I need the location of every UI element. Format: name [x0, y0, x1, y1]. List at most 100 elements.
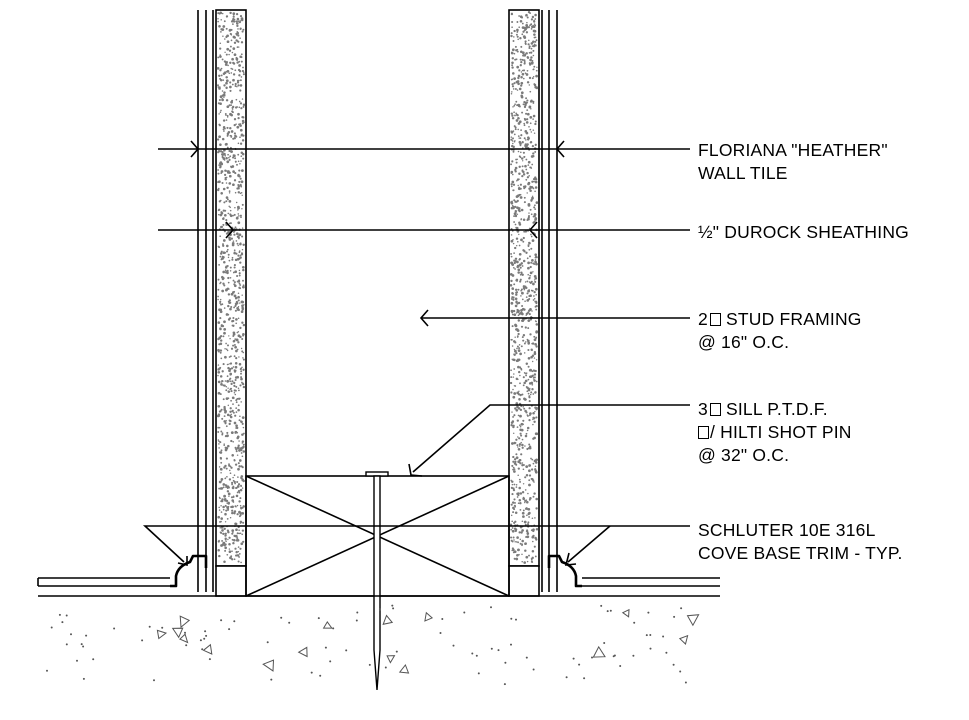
aggregate-dot: [463, 611, 466, 614]
aggregate-dot: [113, 627, 116, 630]
stipple-dot: [520, 238, 523, 242]
stipple-dot: [231, 258, 234, 261]
stipple-dot: [225, 182, 228, 184]
stipple-dot: [533, 481, 535, 483]
stipple-dot: [239, 102, 243, 105]
stipple-dot: [225, 99, 229, 102]
stipple-dot: [535, 180, 538, 184]
stipple-dot: [236, 532, 239, 535]
stipple-dot: [514, 140, 516, 142]
stipple-dot: [233, 266, 236, 269]
stipple-dot: [534, 143, 537, 146]
stipple-dot: [534, 150, 537, 153]
stipple-dot: [522, 384, 525, 387]
stipple-dot: [514, 520, 517, 523]
stipple-dot: [528, 76, 532, 80]
stipple-dot: [235, 538, 239, 542]
stipple-dot: [520, 157, 524, 160]
stipple-dot: [220, 477, 224, 481]
aggregate-dot: [58, 613, 61, 616]
stipple-dot: [533, 297, 536, 300]
stipple-dot: [229, 362, 231, 365]
stipple-dot: [219, 302, 221, 304]
stipple-dot: [227, 404, 230, 407]
stipple-dot: [237, 404, 240, 407]
stipple-dot: [223, 544, 226, 547]
stipple-dot: [510, 78, 513, 81]
stipple-dot: [234, 362, 238, 365]
stipple-dot: [221, 98, 224, 102]
stipple-dot: [517, 502, 520, 505]
stipple-dot: [227, 212, 230, 215]
stipple-dot: [236, 348, 239, 351]
stipple-dot: [217, 84, 219, 87]
stipple-dot: [519, 462, 522, 465]
stipple-dot: [234, 172, 237, 175]
stipple-dot: [529, 141, 533, 144]
stipple-dot: [530, 131, 533, 133]
stipple-dot: [530, 167, 533, 169]
stipple-dot: [219, 317, 222, 320]
stipple-dot: [237, 244, 239, 247]
stipple-dot: [232, 335, 235, 337]
aggregate-dot: [203, 637, 206, 640]
stipple-dot: [235, 303, 237, 306]
stipple-dot: [220, 74, 223, 77]
stipple-dot: [511, 274, 515, 277]
stipple-dot: [528, 554, 530, 557]
stipple-dot: [242, 334, 245, 337]
stipple-dot: [236, 163, 238, 166]
stipple-dot: [535, 262, 538, 266]
stipple-dot: [529, 116, 533, 119]
stipple-dot: [220, 408, 223, 411]
stipple-dot: [242, 157, 245, 160]
stipple-dot: [523, 230, 525, 233]
aggregate-dot: [600, 604, 603, 607]
stipple-dot: [514, 336, 516, 338]
stipple-dot: [528, 84, 531, 86]
stipple-dot: [522, 259, 526, 263]
aggregate-dot: [61, 621, 64, 624]
stipple-dot: [530, 107, 532, 110]
stipple-dot: [514, 288, 518, 292]
aggregate-dot: [532, 668, 535, 671]
stipple-dot: [519, 458, 522, 462]
stipple-dot: [225, 397, 229, 400]
stipple-dot: [220, 383, 223, 386]
stipple-dot: [239, 163, 241, 165]
stipple-dot: [226, 518, 229, 520]
stipple-dot: [518, 186, 520, 189]
stipple-dot: [230, 390, 233, 393]
stipple-dot: [523, 137, 526, 140]
stipple-dot: [513, 133, 516, 136]
stipple-dot: [236, 81, 240, 84]
stipple-dot: [533, 417, 536, 420]
stipple-dot: [221, 181, 224, 185]
stipple-dot: [535, 416, 538, 419]
stipple-dot: [517, 38, 519, 41]
aggregate-dot: [356, 611, 359, 614]
aggregate-stone: [424, 611, 434, 622]
aggregate-dot: [603, 642, 606, 644]
stipple-dot: [522, 468, 525, 471]
aggregate-stone: [592, 645, 606, 658]
stipple-dot: [517, 467, 520, 470]
stipple-dot: [519, 424, 521, 427]
stipple-dot: [511, 338, 513, 341]
stipple-dot: [231, 396, 235, 400]
stipple-dot: [228, 192, 231, 194]
stipple-dot: [242, 505, 245, 508]
stipple-dot: [236, 480, 239, 484]
stipple-dot: [531, 374, 534, 377]
stipple-dot: [224, 266, 228, 269]
stipple-dot: [534, 280, 537, 283]
stipple-dot: [236, 85, 238, 88]
stipple-dot: [233, 343, 236, 346]
stipple-dot: [519, 352, 522, 356]
stipple-dot: [223, 38, 226, 40]
stipple-dot: [510, 163, 513, 166]
stipple-dot: [534, 120, 537, 123]
stipple-dot: [223, 415, 226, 418]
stipple-dot: [525, 52, 528, 55]
stipple-dot: [235, 297, 237, 300]
